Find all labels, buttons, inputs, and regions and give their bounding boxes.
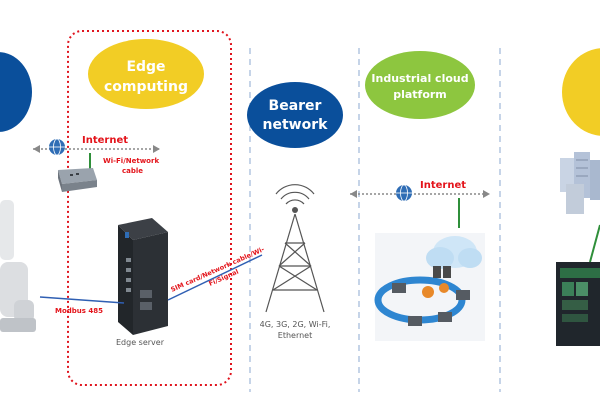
bearer-network-bubble [247, 82, 343, 148]
internet-label-left: Internet [82, 135, 128, 146]
router-device-icon [58, 168, 97, 192]
modbus-link [39, 296, 125, 304]
sim-link-label: SIM card/Network cable/Wi- [170, 245, 266, 294]
bearer-bubble-line2: network [263, 117, 329, 133]
globe-icon [49, 138, 65, 156]
cloud-bubble-line1: Industrial cloud [371, 72, 468, 85]
arrow-right-icon [483, 190, 490, 198]
server-rack-icon [560, 152, 600, 214]
cloud-platform-illustration [374, 233, 485, 341]
dashboard-monitor-icon [556, 262, 600, 346]
connector-line [589, 224, 600, 263]
edge-bubble-line1: Edge [126, 59, 165, 75]
bearer-bubble-line1: Bearer [269, 98, 322, 114]
sim-network-link [167, 254, 263, 301]
wifi-cable-label-2: cable [122, 167, 143, 175]
globe-icon [396, 184, 412, 202]
left-partial-bubble [0, 52, 32, 132]
arrow-left-icon [350, 190, 357, 198]
edge-computing-bubble [88, 39, 204, 109]
industrial-cloud-bubble [365, 51, 475, 119]
arrow-left-icon [33, 145, 40, 153]
edge-server-label: Edge server [116, 338, 165, 347]
tower-label-2: Ethernet [278, 331, 312, 340]
internet-label-right: Internet [420, 180, 466, 191]
arrow-right-icon [153, 145, 160, 153]
right-partial-bubble [562, 48, 600, 136]
edge-server-icon [118, 218, 168, 335]
wifi-cable-label: Wi-Fi/Network [103, 157, 159, 165]
cloud-bubble-line2: platform [393, 88, 447, 101]
cell-tower-icon [265, 184, 325, 313]
edge-bubble-line2: computing [104, 79, 188, 95]
tower-top-icon [292, 207, 298, 213]
robot-arm-icon [0, 200, 36, 332]
tower-label-1: 4G, 3G, 2G, Wi-Fi, [260, 320, 331, 329]
modbus-label: Modbus 485 [55, 307, 103, 315]
